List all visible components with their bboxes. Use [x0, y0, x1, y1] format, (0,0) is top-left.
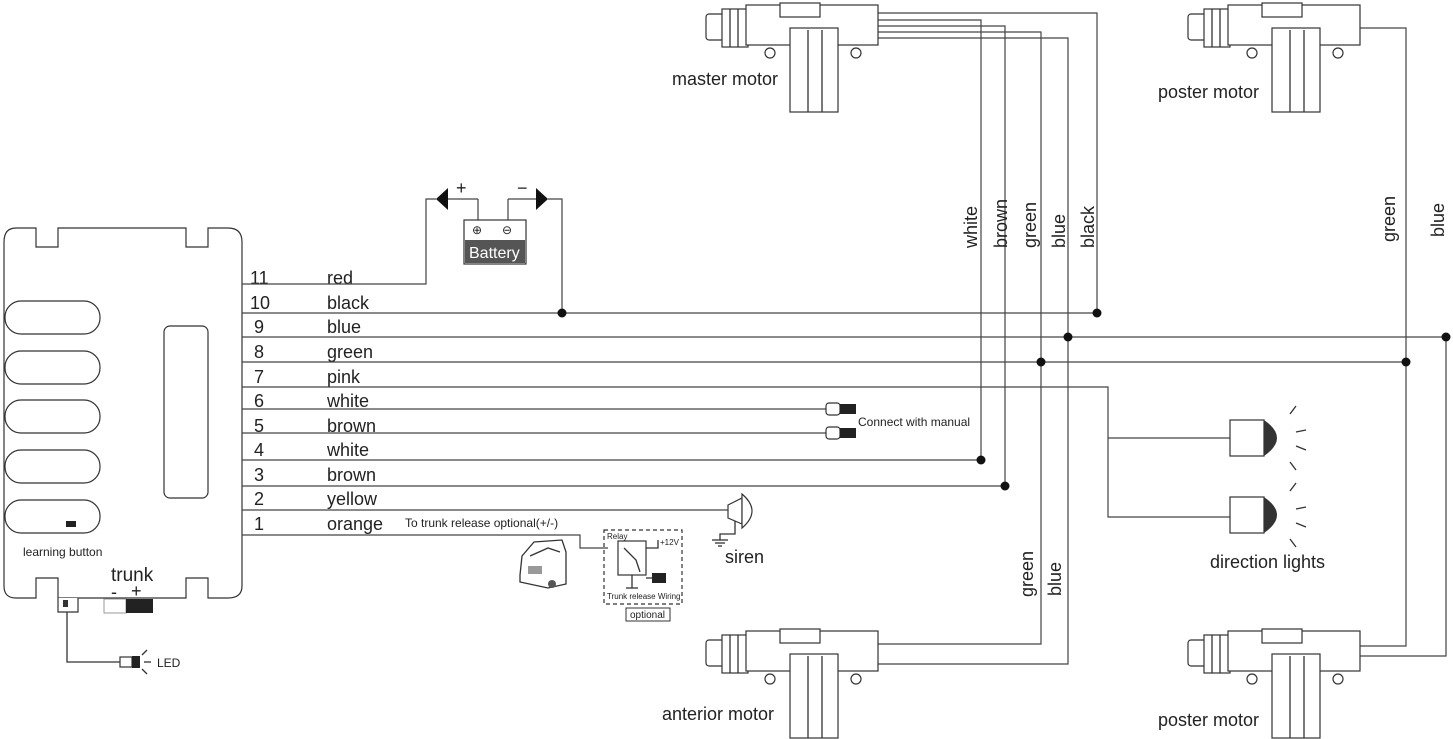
- learning-button-label: learning button: [23, 545, 102, 559]
- pin-color: white: [326, 391, 369, 411]
- vertical-labels: white brown green blue black green blue …: [961, 196, 1448, 597]
- relay-label: Relay: [607, 532, 627, 541]
- trunk-connector-black: [126, 599, 153, 613]
- pin-number: 3: [254, 465, 264, 485]
- pin-color: pink: [327, 367, 361, 387]
- connector-socket: [163, 325, 209, 499]
- pin-number: 1: [254, 514, 264, 534]
- pin-8: 8 green: [254, 342, 373, 362]
- pin-color: yellow: [327, 489, 378, 509]
- direction-lights-label: direction lights: [1210, 552, 1325, 572]
- pin-1: 1 orange: [254, 514, 383, 534]
- pin-number: 2: [254, 489, 264, 509]
- relay-icon: [617, 540, 666, 589]
- vlabel-blue-right: blue: [1428, 203, 1448, 237]
- wires: [242, 12, 1447, 665]
- pin-color: green: [327, 342, 373, 362]
- wire-battery-neg: [548, 198, 563, 313]
- manual-plug-icon: [825, 426, 841, 440]
- trunk-release: To trunk release optional(+/-) Relay +12…: [405, 516, 683, 622]
- led-plug: [119, 656, 133, 668]
- pin-color: white: [326, 440, 369, 460]
- pin-number: 8: [254, 342, 264, 362]
- pin-color: brown: [327, 416, 376, 436]
- pin-number: 7: [254, 367, 264, 387]
- poster-motor-bottom: poster motor: [1158, 628, 1361, 739]
- poster-motor-top-label: poster motor: [1158, 82, 1259, 102]
- pin-number: 10: [250, 293, 270, 313]
- pin-11: 11 red: [250, 268, 353, 288]
- pin-color: black: [327, 293, 370, 313]
- vlabel-brown: brown: [991, 199, 1011, 248]
- battery-pos-terminal-icon: ⊕: [472, 223, 482, 237]
- siren: siren: [712, 492, 764, 567]
- vlabel-green: green: [1020, 202, 1040, 248]
- pin-number: 9: [254, 317, 264, 337]
- control-unit: learning button trunk - + LED: [3, 227, 243, 675]
- trunk-release-note: To trunk release optional(+/-): [405, 516, 558, 530]
- pin-number: 6: [254, 391, 264, 411]
- trunk-plus-label: +: [131, 581, 142, 601]
- poster-motor-bottom-label: poster motor: [1158, 710, 1259, 730]
- vlabel-blue-bottom: blue: [1045, 562, 1065, 596]
- battery-minus-clamp-icon: [536, 188, 548, 210]
- pin-color: blue: [327, 317, 361, 337]
- anterior-motor-label: anterior motor: [662, 704, 774, 724]
- trunk-label: trunk: [111, 565, 154, 586]
- car-icon: [519, 539, 567, 589]
- vlabel-black: black: [1078, 205, 1098, 248]
- learning-button[interactable]: [66, 521, 76, 527]
- wire-orange: [242, 534, 608, 549]
- poster-motor-top: poster motor: [1158, 2, 1361, 113]
- siren-icon: [727, 497, 743, 525]
- battery-plus-clamp-icon: [436, 188, 448, 210]
- junctions: [557, 308, 1451, 491]
- pin-number: 4: [254, 440, 264, 460]
- pin-color: red: [327, 268, 353, 288]
- pin-2: 2 yellow: [254, 489, 378, 509]
- pin-9: 9 blue: [254, 317, 361, 337]
- vlabel-green-right: green: [1379, 196, 1399, 242]
- trunk-minus-label: -: [111, 582, 117, 602]
- led-label: LED: [157, 656, 181, 670]
- optional-label: optional: [630, 610, 665, 621]
- pin-color: brown: [327, 465, 376, 485]
- manual-plug-icon: [825, 402, 841, 416]
- manual-connectors: Connect with manual: [825, 402, 970, 440]
- direction-lights: direction lights: [1210, 405, 1325, 572]
- vlabel-blue: blue: [1049, 214, 1069, 248]
- pin-7: 7 pink: [254, 367, 361, 387]
- pin-3: 3 brown: [254, 465, 376, 485]
- pin-6: 6 white: [254, 391, 369, 411]
- pin-4: 4 white: [254, 440, 369, 460]
- led-glow-icon: [141, 649, 151, 675]
- vlabel-white: white: [961, 206, 981, 249]
- pin-5: 5 brown: [254, 416, 376, 436]
- wire-red: [242, 198, 436, 285]
- pin-number: 11: [250, 268, 269, 288]
- pin-10: 10 black: [250, 293, 370, 313]
- wire-pink: [242, 386, 1230, 518]
- led-icon: [132, 656, 140, 668]
- relay-voltage-label: +12V: [660, 538, 680, 547]
- trunk-release-wiring-label: Trunk release Wiring: [607, 592, 681, 601]
- battery-label: Battery: [469, 245, 520, 262]
- connect-manual-label: Connect with manual: [858, 415, 970, 429]
- battery-neg-terminal-icon: ⊖: [502, 223, 512, 237]
- pin-number: 5: [254, 416, 264, 436]
- vlabel-green-bottom: green: [1017, 551, 1037, 597]
- trunk-connector-white: [103, 598, 127, 614]
- master-motor-label: master motor: [672, 69, 778, 89]
- battery-minus-sign: −: [517, 178, 528, 198]
- siren-label: siren: [725, 547, 764, 567]
- master-motor: master motor: [672, 2, 879, 113]
- battery-plus-sign: +: [456, 178, 467, 198]
- anterior-motor: anterior motor: [662, 628, 879, 739]
- pin-color: orange: [327, 514, 383, 534]
- battery: + − ⊕ ⊖ Battery: [436, 178, 548, 265]
